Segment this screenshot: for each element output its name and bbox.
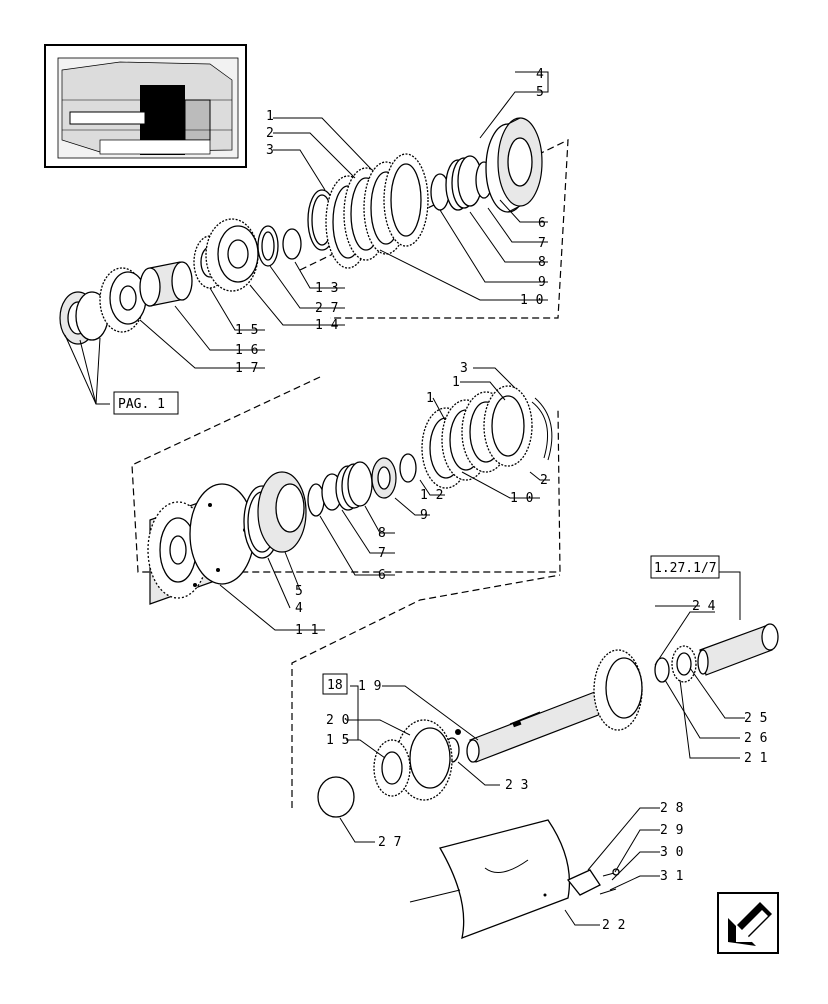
callout-22: 2 2 [602,918,625,933]
callout-29: 2 9 [660,823,683,838]
svg-text:1.27.1/7: 1.27.1/7 [654,561,717,576]
callout-2-middle: 2 [540,473,548,488]
ring-12 [399,453,417,483]
callout-31: 3 1 [660,869,683,884]
bearing-21 [671,645,697,683]
clutch-discs [421,385,533,489]
gear-24 [593,649,643,731]
callout-15-lower: 1 5 [326,733,349,748]
callout-3-middle: 3 [460,361,468,376]
group-frame-lower [291,574,561,808]
ring-9 [371,457,397,499]
ring-26 [654,657,670,683]
callout-8-middle: 8 [378,526,386,541]
callout-4-upper: 4 [536,67,544,82]
callout-23: 2 3 [505,778,528,793]
callout-7-middle: 7 [378,546,386,561]
middle-clutch-assembly [147,385,553,605]
callout-16: 1 6 [235,343,258,358]
callout-27-lower: 2 7 [378,835,401,850]
piston-5 [257,471,307,553]
callout-4-middle: 4 [295,601,303,616]
callout-1-upper: 1 [266,109,274,124]
ring-27 [257,225,279,267]
upper-clutch-assembly [59,117,543,345]
callout-12: 1 2 [420,488,443,503]
callout-numbers: 4 5 1 2 3 6 7 8 9 1 0 1 3 2 7 1 4 1 5 1 … [235,67,767,933]
gear-17 [99,267,147,333]
callout-6-upper: 6 [538,216,546,231]
previous-page-arrow-icon[interactable] [717,892,779,954]
callout-10-upper: 1 0 [520,293,543,308]
piston-4-5 [485,117,543,213]
callout-15-upper: 1 5 [235,323,258,338]
ring-13 [282,228,302,260]
callout-2-upper: 2 [266,126,274,141]
callout-24: 2 4 [692,599,716,614]
bracket-28 [566,869,601,896]
callout-3-upper: 3 [266,143,274,158]
callout-6-middle: 6 [378,568,386,583]
callout-26: 2 6 [744,731,767,746]
callout-11: 1 1 [295,623,318,638]
callout-5-upper: 5 [536,85,544,100]
callout-17: 1 7 [235,361,258,376]
gear-14 [205,218,259,292]
callout-1-middle-b: 1 [426,391,434,406]
callout-21: 2 1 [744,751,767,766]
callout-28: 2 8 [660,801,683,816]
callout-9-upper: 9 [538,275,546,290]
callout-7-upper: 7 [538,236,546,251]
callout-14: 1 4 [315,318,339,333]
callout-10-middle: 1 0 [510,491,533,506]
gear-20 [395,719,453,801]
spring-8 [335,461,373,511]
reference-box-1-27-1-7[interactable]: 1.27.1/7 [650,555,720,579]
spring-8 [445,155,483,211]
drum-11 [147,483,255,605]
callout-30: 3 0 [660,845,683,860]
transmission-locator-thumbnail [44,44,247,168]
group-frame-middle [131,376,561,573]
callout-19: 1 9 [358,679,381,694]
svg-text:18: 18 [327,678,343,693]
shaft-assembly [317,623,779,818]
bearing-part [59,291,109,345]
callout-1-middle-a: 1 [452,375,460,390]
ring-27 [317,776,355,818]
reference-box-18[interactable]: 18 [322,673,348,695]
snap-ring-3 [531,397,553,461]
clutch-discs [325,153,429,269]
guard-assembly [409,819,620,940]
guard-22 [409,819,571,940]
gear-15 [373,739,411,797]
sleeve-16 [139,261,193,307]
svg-text:PAG. 1: PAG. 1 [118,397,165,412]
callout-13: 1 3 [315,281,338,296]
callout-9-middle: 9 [420,508,428,523]
leader-lines [64,71,745,926]
callout-8-upper: 8 [538,255,546,270]
bolts-29-31 [599,868,620,895]
callout-27-upper: 2 7 [315,301,338,316]
callout-20: 2 0 [326,713,349,728]
shaft-19 [466,689,607,763]
page-reference-pag1[interactable]: PAG. 1 [113,391,179,415]
callout-25: 2 5 [744,711,767,726]
callout-5-middle: 5 [295,584,303,599]
shaft-end-25 [697,623,779,676]
